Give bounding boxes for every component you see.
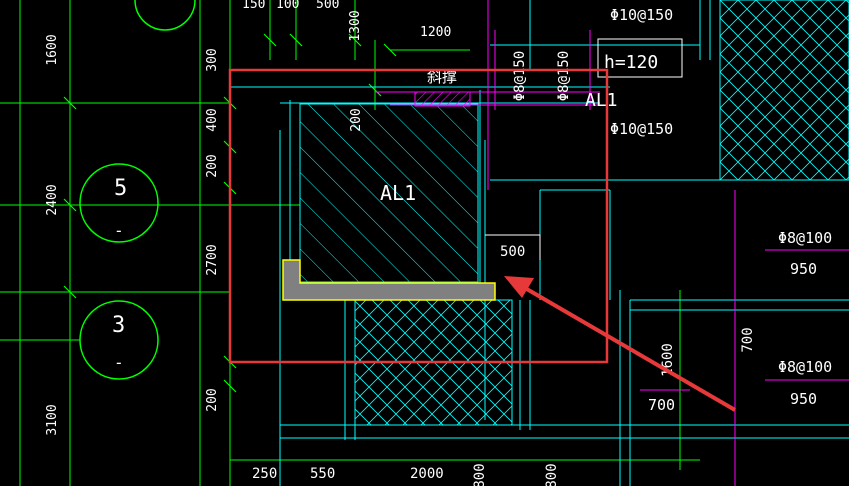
rebar-phi8-100-a: Φ8@100 xyxy=(778,229,832,247)
highlight-rectangle xyxy=(228,68,609,364)
annotation-texts: 斜撑 200 Φ10@150 Φ8@150 Φ8@150 Φ10@150 AL1… xyxy=(349,6,832,414)
dimension-ticks xyxy=(63,33,397,393)
hatch-region-top-right xyxy=(719,0,849,181)
dim-950-b: 950 xyxy=(790,390,817,408)
arrow-head-icon xyxy=(504,276,534,298)
dim-3100: 3100 xyxy=(45,404,60,435)
al1-main-label: AL1 xyxy=(380,181,416,205)
left-inner-dimensions: 300 400 200 2700 200 xyxy=(205,48,220,411)
slab-thickness-box xyxy=(597,38,683,78)
rebar-phi8-b: Φ8@150 xyxy=(556,51,572,102)
dim-700-vertical: 700 xyxy=(740,327,756,352)
dim-700-horizontal: 700 xyxy=(648,396,675,414)
dim-550: 550 xyxy=(310,466,335,482)
dim-250: 250 xyxy=(252,466,277,482)
dim-500: 500 xyxy=(316,0,339,12)
highlight-arrow xyxy=(504,276,737,412)
dim-2000: 2000 xyxy=(410,466,444,482)
rebar-phi10-mid: Φ10@150 xyxy=(610,120,673,138)
top-dimensions: 150 100 500 1300 1200 xyxy=(242,0,451,42)
grid-bubble-3-label: 3 xyxy=(112,313,125,338)
dim-150: 150 xyxy=(242,0,265,12)
dim-500-label: 500 xyxy=(500,244,525,260)
dim-1200: 1200 xyxy=(420,25,451,40)
slope-brace-hatch xyxy=(414,91,471,107)
rebar-phi8-a: Φ8@150 xyxy=(512,51,528,102)
slope-note-label: 斜撑 xyxy=(427,68,457,86)
left-outer-dimensions: 1600 2400 3100 xyxy=(45,34,60,435)
grid-bubble-5-label: 5 xyxy=(114,176,127,201)
slab-thickness-label: h=120 xyxy=(604,52,658,73)
dim-100: 100 xyxy=(276,0,299,12)
al1-rotated-dim: 200 xyxy=(349,108,364,131)
al1-hatched-slab xyxy=(299,103,479,283)
grid-bubble-3: 3 - xyxy=(79,300,159,380)
rebar-phi10-top: Φ10@150 xyxy=(610,6,673,24)
grid-bubble-top-partial xyxy=(134,0,196,31)
dim-1300: 1300 xyxy=(348,10,363,41)
grid-bubble-3-sub: - xyxy=(114,353,124,372)
bottom-dimensions: 250 550 2000 800 800 xyxy=(252,463,560,486)
dim-2700: 2700 xyxy=(205,244,220,275)
dim-800-b: 800 xyxy=(544,463,560,486)
dim-200-b: 200 xyxy=(205,388,220,411)
dim-200-a: 200 xyxy=(205,154,220,177)
dim-800-a: 800 xyxy=(472,463,488,486)
grid-bubble-5-sub: - xyxy=(114,221,124,240)
gray-wall-segment xyxy=(282,259,496,301)
dim-950-a: 950 xyxy=(790,260,817,278)
dim-500-box xyxy=(485,234,541,260)
grid-bubble-5: 5 - xyxy=(79,163,159,243)
dim-400: 400 xyxy=(205,108,220,131)
dim-2400: 2400 xyxy=(45,184,60,215)
al1-side-label: AL1 xyxy=(585,90,618,111)
dim-300: 300 xyxy=(205,48,220,71)
dim-1600: 1600 xyxy=(45,34,60,65)
rebar-phi8-100-b: Φ8@100 xyxy=(778,358,832,376)
